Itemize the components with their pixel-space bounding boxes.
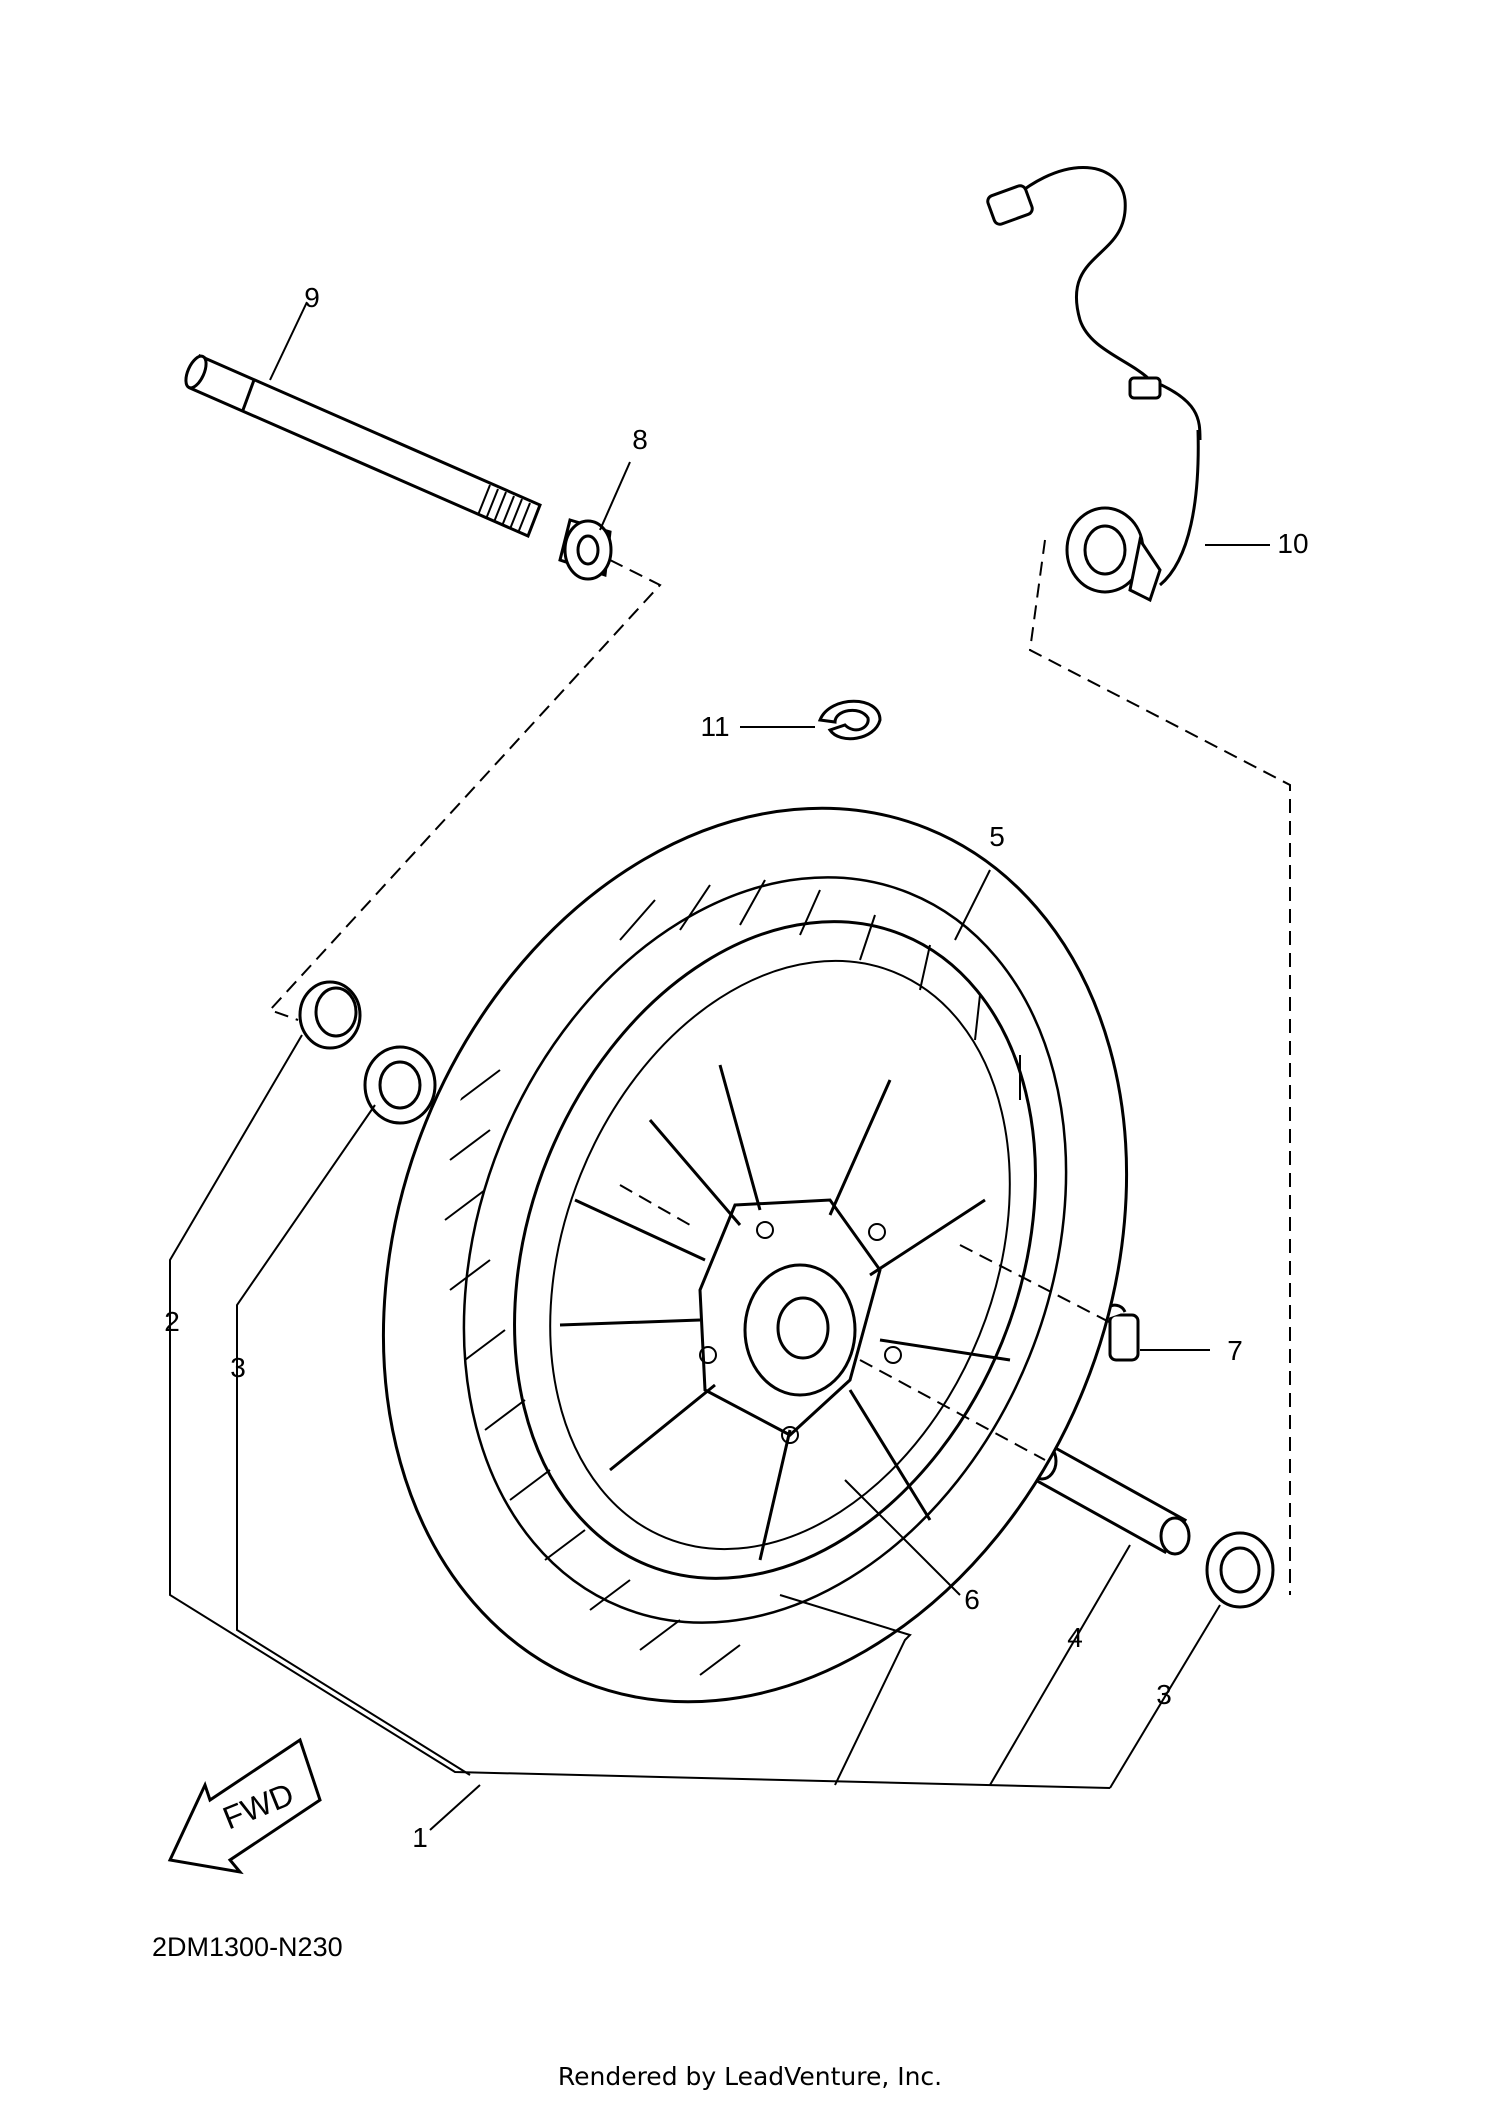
bearing-left — [363, 1045, 437, 1125]
balance-weight — [1104, 1303, 1140, 1362]
callout-11: 11 — [700, 711, 730, 742]
diagram-code: 2DM1300-N230 — [152, 1932, 343, 1962]
front-axle — [184, 353, 542, 539]
callout-10: 10 — [1277, 528, 1309, 559]
render-credit: Rendered by LeadVenture, Inc. — [557, 2062, 943, 2091]
wheel-collar — [1026, 1441, 1191, 1556]
dashed-assembly-lines — [268, 539, 1291, 1595]
oil-seal — [298, 980, 362, 1050]
callout-3-left: 3 — [230, 1352, 246, 1383]
callout-8: 8 — [632, 424, 648, 455]
callout-5: 5 — [989, 821, 1005, 852]
callout-6: 6 — [964, 1584, 980, 1615]
wheel-assembly — [381, 806, 1129, 1704]
callout-2: 2 — [164, 1306, 180, 1337]
callout-9: 9 — [304, 282, 320, 313]
speed-sensor — [986, 166, 1202, 603]
callout-4: 4 — [1067, 1622, 1083, 1653]
axle-collar — [558, 518, 613, 581]
callout-7: 7 — [1227, 1335, 1243, 1366]
bearing-right — [1205, 1531, 1275, 1609]
fwd-arrow — [167, 1737, 322, 1875]
callout-3-right: 3 — [1156, 1679, 1172, 1710]
leader-lines — [169, 301, 1270, 1831]
callout-1: 1 — [412, 1822, 428, 1853]
sensor-clip — [817, 699, 882, 741]
